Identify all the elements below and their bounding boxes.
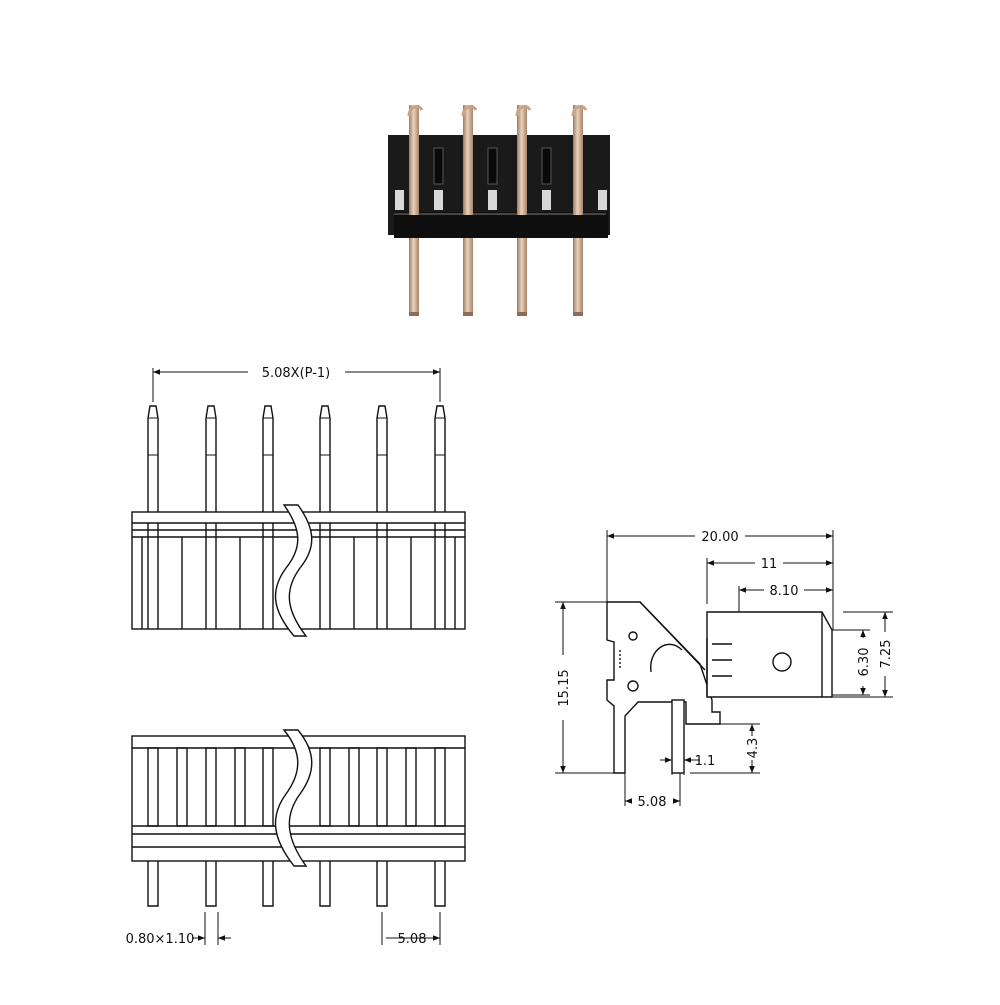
photo-pin-bend	[571, 105, 588, 117]
tab-width-label: 6.30	[857, 648, 872, 677]
housing-windows	[395, 147, 607, 210]
photo-pin-lower	[573, 238, 583, 316]
side-housing-profile	[606, 601, 721, 774]
bottom-slot	[205, 747, 217, 827]
bottom-pin	[205, 861, 217, 907]
front-pin	[147, 405, 159, 512]
break-mark-bottom	[274, 729, 313, 867]
photo-pin-tip	[573, 312, 583, 316]
photo-pin-upper	[463, 105, 473, 215]
photo-pin-bend	[407, 105, 424, 117]
bottom-slot	[319, 747, 331, 827]
bottom-pin	[147, 861, 159, 907]
photo-pin-upper	[573, 105, 583, 215]
photo-housing-slot	[542, 190, 551, 210]
bottom-pin	[376, 861, 388, 907]
photo-pin-lower	[463, 238, 473, 316]
photo-housing-slot	[434, 190, 443, 210]
product-photo	[388, 105, 610, 316]
bottom-pin	[434, 861, 446, 907]
photo-pin-upper	[517, 105, 527, 215]
side-tab	[706, 611, 833, 698]
photo-pin-lower	[409, 238, 419, 316]
photo-pin-bend	[461, 105, 478, 117]
photo-pin-upper	[409, 105, 419, 215]
side-tab-hole	[772, 652, 792, 672]
side-housing-hole	[627, 680, 639, 692]
photo-housing-window	[487, 147, 498, 185]
photo-housing-slot	[598, 190, 607, 210]
pitch-span-label: 5.08X(P-1)	[262, 366, 331, 381]
pitch-label: 5.08	[398, 932, 427, 947]
front-pin	[434, 405, 446, 512]
bottom-view: 0.80×1.10 5.08	[126, 729, 466, 947]
pin-pitch-label: 5.08	[638, 795, 667, 810]
hole-offset-label: 8.10	[770, 584, 799, 599]
bottom-slot	[176, 747, 188, 827]
photo-housing-window	[433, 147, 444, 185]
front-pin	[319, 405, 331, 512]
bottom-slot	[147, 747, 159, 827]
overall-length-label: 20.00	[701, 530, 738, 545]
photo-pin-tip	[463, 312, 473, 316]
bottom-slot	[434, 747, 446, 827]
bottom-pin	[262, 861, 274, 907]
photo-housing-window	[541, 147, 552, 185]
bottom-pin	[319, 861, 331, 907]
front-pin	[262, 405, 274, 512]
photo-pin-tip	[409, 312, 419, 316]
photo-pin-lower	[517, 238, 527, 316]
bottom-slot	[234, 747, 246, 827]
front-slots	[141, 523, 456, 629]
front-pin	[376, 405, 388, 512]
housing-base	[394, 212, 608, 238]
photo-pin-tip	[517, 312, 527, 316]
photo-housing-slot	[395, 190, 404, 210]
side-housing-dot	[628, 631, 638, 641]
front-pins	[147, 405, 446, 512]
photo-pin-bend	[515, 105, 532, 117]
photo-housing-slot	[488, 190, 497, 210]
bottom-slot	[348, 747, 360, 827]
bottom-slot	[405, 747, 417, 827]
standoff-label: 4.3	[746, 738, 761, 759]
bottom-slot	[262, 747, 274, 827]
front-pin	[205, 405, 217, 512]
height-label: 15.15	[557, 669, 572, 706]
bottom-pins	[147, 861, 446, 907]
break-mark-front	[274, 504, 313, 637]
photo-pins	[407, 105, 588, 316]
bottom-slot	[376, 747, 388, 827]
tab-outer-label: 7.25	[879, 640, 894, 669]
side-view: 20.00 11 8.10 15.15 6.30 7.25 4.3	[555, 530, 894, 810]
pin-size-label: 0.80×1.10	[126, 932, 195, 947]
tab-length-label: 11	[761, 557, 778, 572]
pin-thickness-label: 1.1	[695, 754, 716, 769]
side-pin-leg	[671, 699, 685, 774]
front-view: 5.08X(P-1)	[131, 366, 466, 637]
side-housing-cutout	[650, 643, 683, 673]
